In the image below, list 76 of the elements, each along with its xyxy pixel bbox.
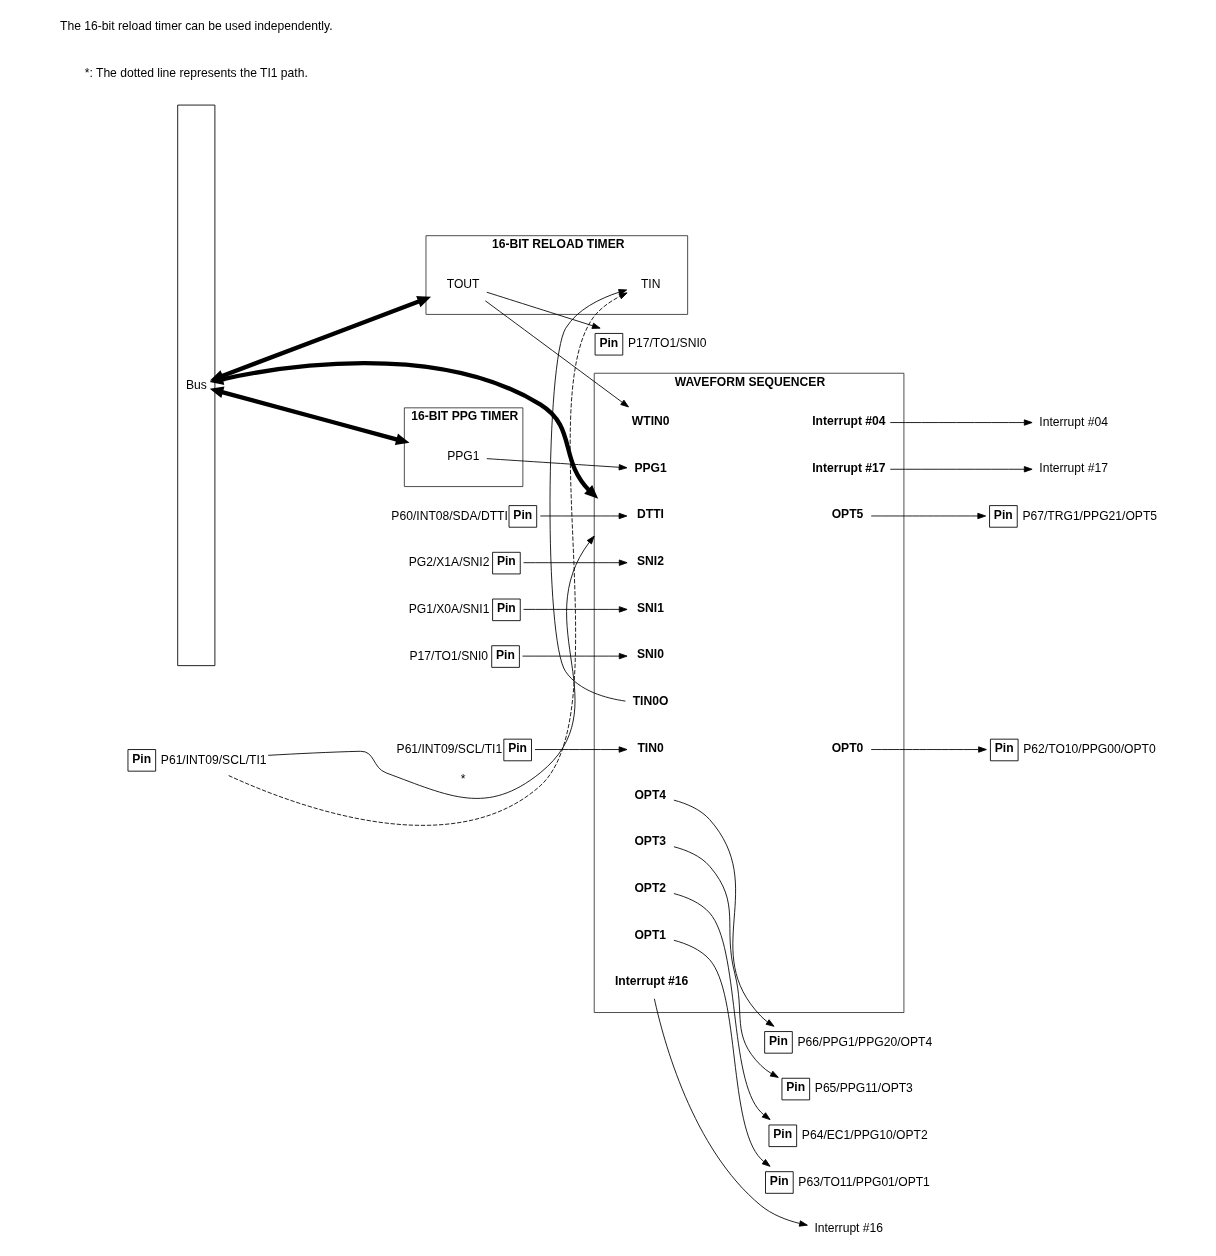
arrow <box>484 300 629 408</box>
node-text: Interrupt #16 <box>614 974 688 989</box>
arrow <box>227 292 628 826</box>
node-box: Pin <box>490 645 520 668</box>
arrow <box>870 746 987 753</box>
node-text: TIN <box>640 277 660 292</box>
node-label: P64/EC1/PPG10/OPT2 <box>801 1127 928 1142</box>
node-box: Pin <box>502 738 532 762</box>
arrow <box>539 512 627 520</box>
arrow <box>653 998 808 1227</box>
node-label: PG1/X0A/SNI1 <box>408 602 489 617</box>
node-box: Pin <box>988 505 1018 528</box>
node-label: P61/INT09/SCL/TI1 <box>396 742 502 757</box>
node-text: Interrupt #04 <box>811 413 886 428</box>
node-text: SNI2 <box>636 554 664 569</box>
arrow <box>521 652 627 660</box>
node-box: Pin <box>491 598 521 622</box>
node-text: Interrupt #04 <box>1038 414 1108 429</box>
arrow <box>209 386 410 446</box>
node-label: P65/PPG11/OPT3 <box>814 1081 913 1096</box>
arrow <box>267 535 595 799</box>
node-box: Pin <box>764 1171 794 1194</box>
node-text: SNI1 <box>636 600 664 615</box>
node-box: Pin <box>781 1077 810 1101</box>
node-text: DTTI <box>636 507 664 522</box>
node-text: TIN0 <box>636 740 664 755</box>
node-label: P60/INT08/SDA/DTTI <box>390 508 508 523</box>
arrow <box>209 296 431 382</box>
arrow <box>485 291 601 329</box>
node-label: P17/TO1/SNI0 <box>627 336 706 351</box>
arrow <box>870 512 986 520</box>
arrow <box>889 419 1033 426</box>
node-box: Pin <box>989 738 1019 762</box>
node-label: P66/PPG1/PPG20/OPT4 <box>797 1034 932 1049</box>
node-text: TIN0O <box>632 694 668 709</box>
node-text: OPT0 <box>831 740 863 755</box>
arrow <box>889 466 1033 473</box>
node-text: PPG1 <box>446 449 479 464</box>
node-text: OPT5 <box>831 507 863 522</box>
arrow <box>209 361 598 499</box>
node-label: P61/INT09/SCL/TI1 <box>160 752 267 767</box>
node-text: Interrupt #17 <box>811 460 886 475</box>
node-box: Pin <box>508 505 537 528</box>
node-text: TOUT <box>446 277 479 292</box>
node-box: Pin <box>594 333 623 356</box>
arrow <box>672 939 770 1167</box>
label: The 16-bit reload timer can be used independently. <box>59 19 333 34</box>
node-text: Interrupt #17 <box>1038 461 1108 476</box>
node-text: PPG1 <box>633 460 667 475</box>
node-label: P63/TO11/PPG01/OPT1 <box>797 1174 930 1189</box>
node-box: Pin <box>491 551 521 575</box>
node-label: P62/TO10/PPG00/OPT0 <box>1022 742 1156 757</box>
arrow <box>549 289 627 702</box>
arrow <box>522 606 627 613</box>
node-box: Pin <box>127 749 156 772</box>
node-label: P67/TRG1/PPG21/OPT5 <box>1021 508 1157 523</box>
node-text: WTIN0 <box>631 413 670 428</box>
node-text: OPT2 <box>633 881 666 896</box>
edge-label: * <box>460 771 466 786</box>
arrow <box>672 799 774 1027</box>
node-text: OPT3 <box>633 834 666 849</box>
node-box: Pin <box>768 1124 797 1148</box>
arrow <box>485 458 627 471</box>
node-text: Interrupt #16 <box>813 1220 883 1235</box>
node-text: OPT1 <box>633 927 666 942</box>
arrow <box>534 746 627 753</box>
arrow <box>522 559 627 566</box>
node-text: SNI0 <box>636 647 664 662</box>
arrow <box>672 893 770 1121</box>
label: *: The dotted line represents the TI1 path. <box>84 66 308 81</box>
arrow <box>673 846 779 1078</box>
node-label: P17/TO1/SNI0 <box>409 648 488 663</box>
node-label: PG2/X1A/SNI2 <box>408 555 489 570</box>
node-box: Bus <box>176 104 215 667</box>
node-text: OPT4 <box>633 787 666 802</box>
node-box: Pin <box>763 1031 793 1054</box>
